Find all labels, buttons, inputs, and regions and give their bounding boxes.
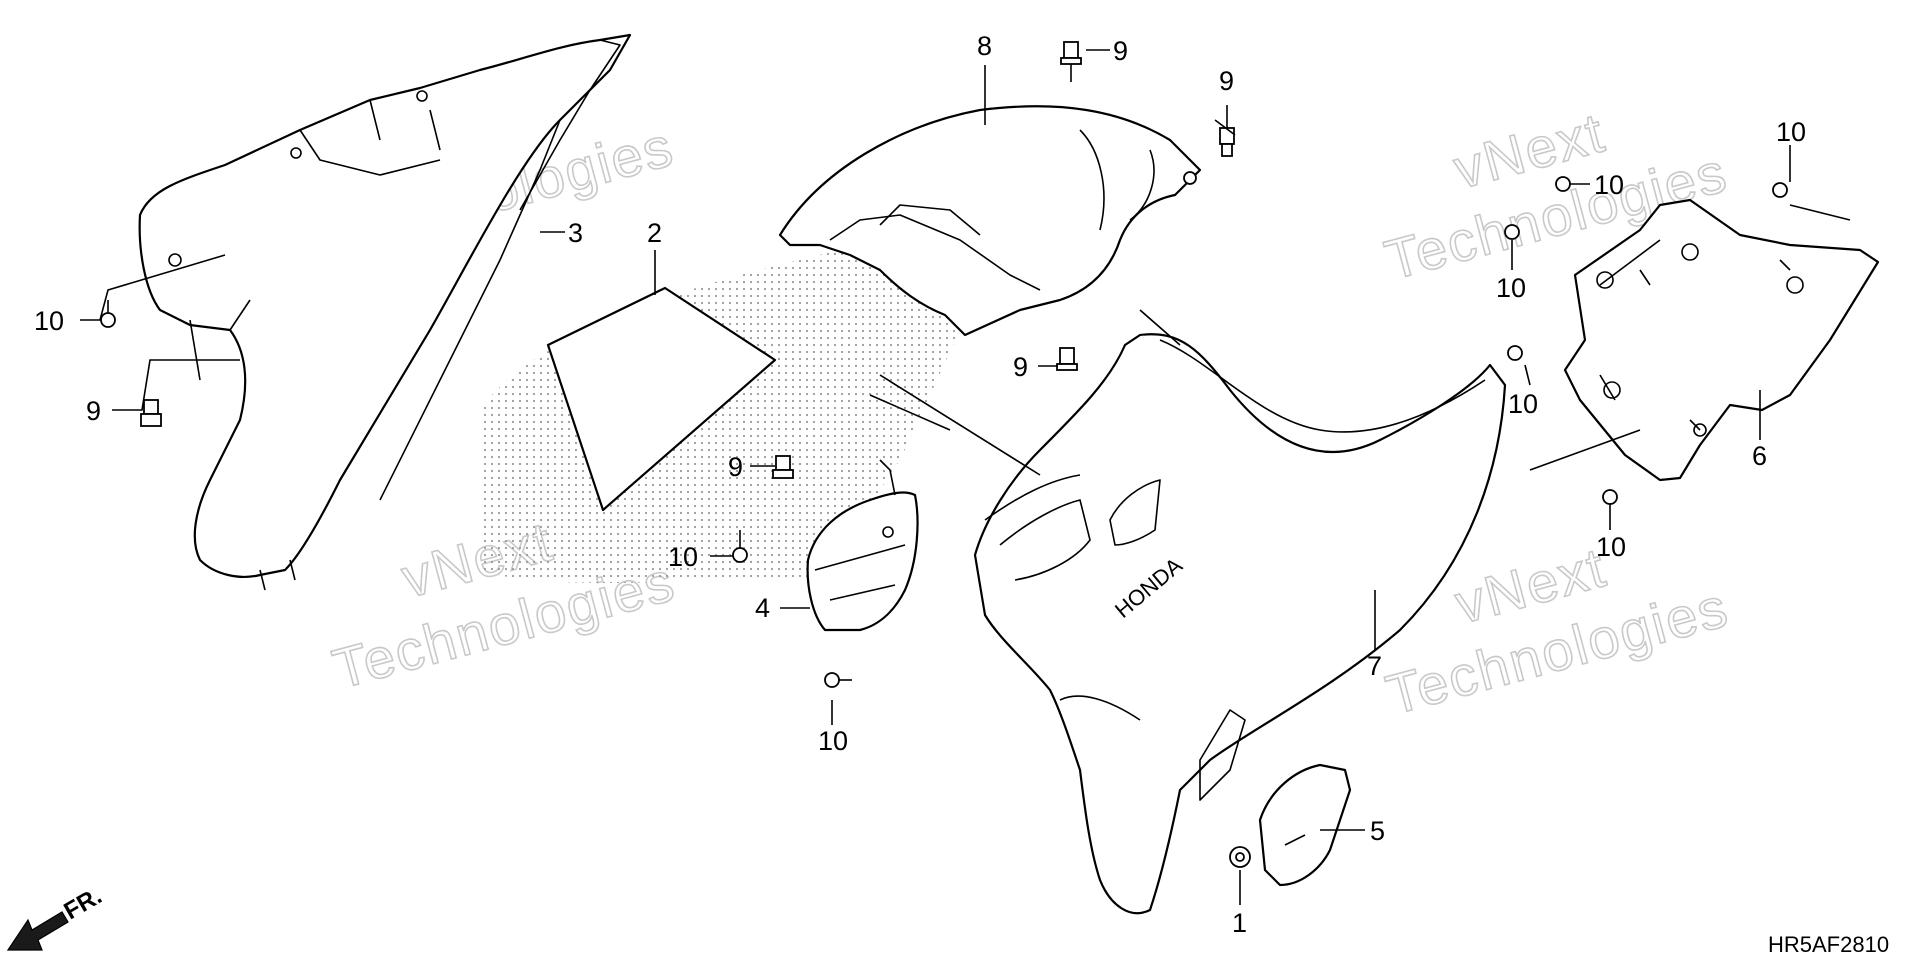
callout-10-r2: 10 <box>1496 273 1526 303</box>
callout-10-r3: 10 <box>1508 389 1538 419</box>
callout-4: 4 <box>755 593 770 623</box>
part-8-top-cover <box>778 105 1202 337</box>
callout-9-center: 9 <box>728 452 743 482</box>
screw-10-r3 <box>1507 345 1523 361</box>
screw-10-r5 <box>1602 489 1618 505</box>
callout-8: 8 <box>977 31 992 61</box>
callout-10-left: 10 <box>34 306 64 336</box>
screw-10-r4 <box>1772 182 1788 198</box>
bolt-9-left <box>140 399 162 427</box>
callout-9-topright: 9 <box>1219 66 1234 96</box>
callout-5: 5 <box>1370 816 1385 846</box>
screw-10-center <box>732 530 748 563</box>
callout-10-r1: 10 <box>1594 170 1624 200</box>
callout-9-left: 9 <box>86 396 101 426</box>
part-3-left-side-cover <box>138 33 632 591</box>
part-6-right-panel <box>1563 198 1880 482</box>
part-2-panel <box>546 286 777 512</box>
callout-2: 2 <box>647 218 662 248</box>
screw-10-bottom <box>824 672 852 688</box>
callout-3: 3 <box>568 218 583 248</box>
screw-10-r1 <box>1555 176 1571 192</box>
callout-9-top: 9 <box>1113 36 1128 66</box>
callout-1: 1 <box>1232 908 1247 938</box>
part-7-main-cover: HONDA <box>973 333 1507 915</box>
callouts: 3 2 8 4 5 1 7 6 9 9 9 9 9 10 10 10 10 10… <box>34 31 1806 938</box>
front-direction-indicator: FR. <box>6 882 106 951</box>
callout-10-r4: 10 <box>1776 117 1806 147</box>
callout-10-r5: 10 <box>1596 532 1626 562</box>
callout-6: 6 <box>1752 441 1767 471</box>
screw-10-left <box>100 300 116 328</box>
screw-10-r2 <box>1504 224 1520 240</box>
part-1-nut <box>1229 846 1251 868</box>
bolt-9-top <box>1060 41 1082 82</box>
callout-7: 7 <box>1367 651 1382 681</box>
part-4-bracket <box>806 459 919 632</box>
diagram-code: HR5AF2810 <box>1768 932 1889 957</box>
leader-lines <box>80 49 1851 905</box>
bolt-9-center <box>772 455 794 479</box>
callout-9-mid: 9 <box>1013 352 1028 382</box>
callout-10-center: 10 <box>668 542 698 572</box>
part-5-small-cover <box>1258 763 1352 887</box>
callout-10-bottom: 10 <box>818 726 848 756</box>
bolt-9-mid <box>1056 347 1078 371</box>
front-arrow-icon <box>6 911 69 951</box>
